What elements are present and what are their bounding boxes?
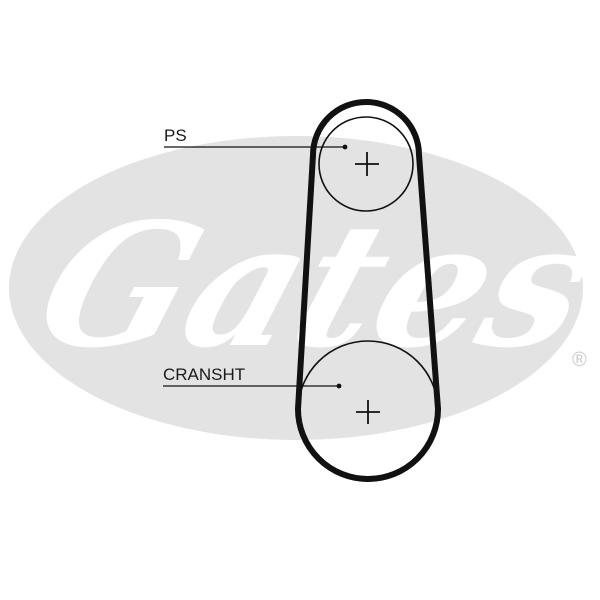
- crankshaft-leader-dot: [336, 383, 342, 389]
- watermark-ellipse: [9, 136, 583, 440]
- crankshaft-callout: CRANSHT: [163, 365, 342, 389]
- crankshaft-center-icon: [356, 400, 380, 424]
- registered-mark: ®: [572, 349, 587, 371]
- ps-callout: PS: [164, 126, 348, 150]
- ps-label: PS: [164, 126, 187, 145]
- ps-leader-dot: [342, 144, 348, 150]
- ps-center-icon: [355, 152, 379, 176]
- crankshaft-label: CRANSHT: [163, 365, 245, 384]
- ps-pulley: [318, 116, 414, 212]
- timing-belt: [295, 99, 441, 482]
